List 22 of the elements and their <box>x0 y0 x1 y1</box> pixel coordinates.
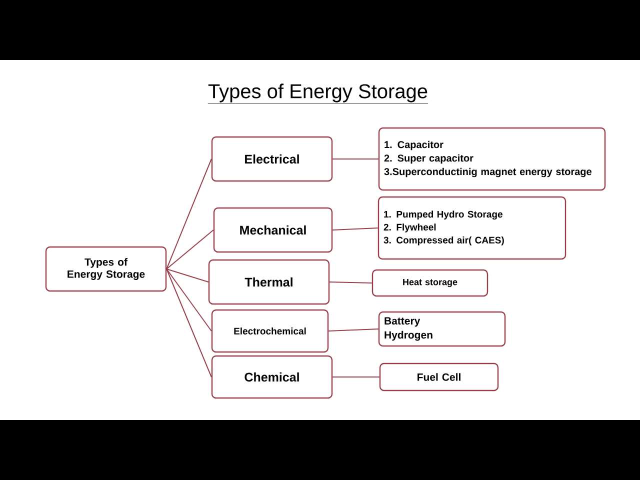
connector-line <box>332 158 379 160</box>
list-box: 1. Capacitor 2. Super capacitor 3.Superconductinig magnet energy storage <box>378 127 606 191</box>
connector-line <box>166 268 209 282</box>
list-box: Battery Hydrogen <box>378 311 506 347</box>
connector-line <box>332 228 378 230</box>
category-box: Chemical <box>211 355 333 399</box>
list-box: 1. Pumped Hydro Storage 2. Flywheel 3. Compressed air( CAES) <box>378 196 566 260</box>
item-box: Heat storage <box>372 269 488 297</box>
connector-line <box>332 376 380 378</box>
connector-line <box>166 158 212 270</box>
category-box: Thermal <box>208 259 330 305</box>
item-box: Fuel Cell <box>379 362 499 392</box>
connector-line <box>166 268 212 332</box>
category-box: Electrochemical <box>211 309 329 353</box>
category-box: Electrical <box>211 136 333 182</box>
root-box: Types of Energy Storage <box>45 246 167 292</box>
connector-line <box>328 328 379 332</box>
connector-line <box>166 268 212 378</box>
connector-line <box>166 230 214 270</box>
title: Types of Energy Storage <box>208 84 428 104</box>
category-box: Mechanical <box>213 207 333 253</box>
connector-line <box>329 282 372 284</box>
